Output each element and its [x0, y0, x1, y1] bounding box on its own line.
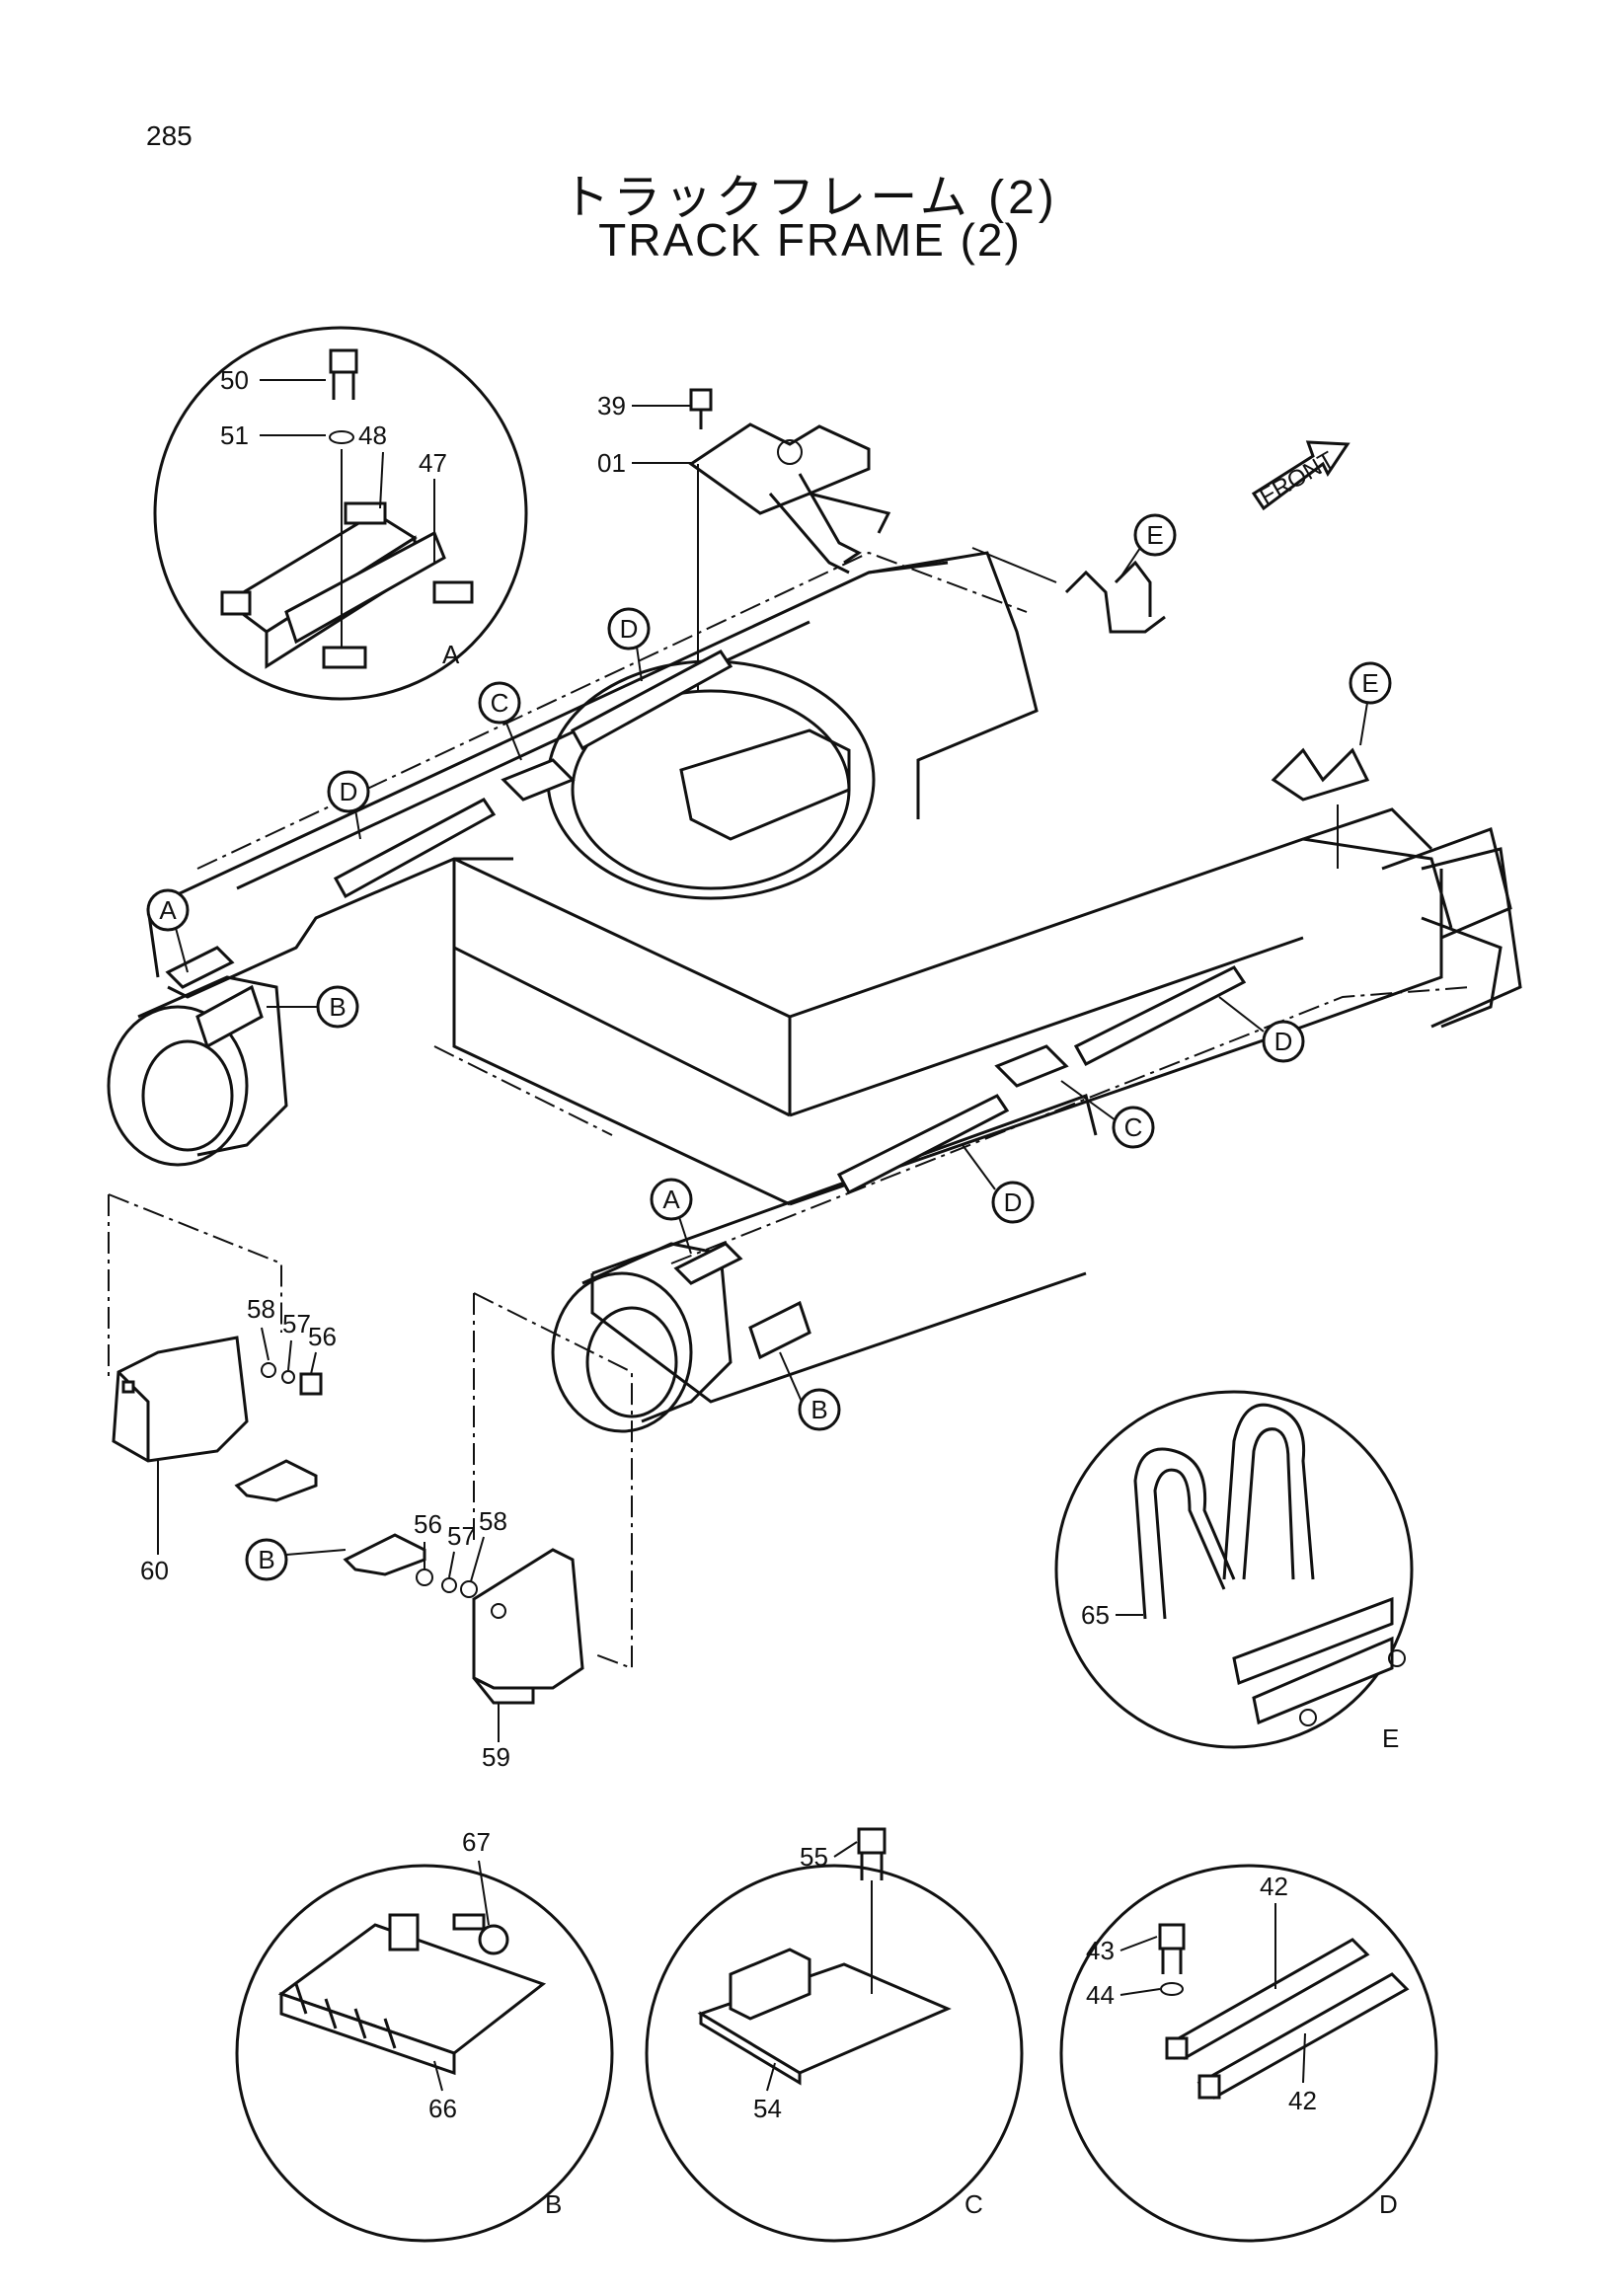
part-label: 66 [428, 2094, 457, 2123]
part-label: 47 [419, 448, 447, 478]
callout-d-detail: D [1379, 2189, 1398, 2219]
part-label: 57 [282, 1309, 311, 1339]
title-japanese: トラックフレーム (2) [562, 172, 1058, 224]
part-label: 42 [1260, 1872, 1288, 1901]
svg-text:E: E [1382, 1723, 1399, 1753]
svg-text:B: B [258, 1545, 274, 1574]
callout-e-frame-right: E [1349, 661, 1392, 746]
page-number: 285 [146, 120, 193, 151]
svg-text:B: B [810, 1395, 827, 1424]
callout-c-detail: C [964, 2189, 983, 2219]
part-label: 42 [1288, 2086, 1317, 2115]
part-label: 50 [220, 365, 249, 395]
part-label: 60 [140, 1556, 169, 1585]
bracket-part-01 [688, 388, 891, 671]
callout-e-frame-top: E [1119, 513, 1177, 578]
part-label: 51 [220, 421, 249, 450]
cover-part-60 [108, 1193, 282, 1463]
frame-step-e [971, 547, 1370, 869]
callout-b-detail: B [545, 2189, 562, 2219]
cover-part-59 [472, 1292, 633, 1705]
part-label: 39 [597, 391, 626, 421]
svg-text:A: A [159, 895, 177, 925]
part-label: 55 [800, 1842, 828, 1872]
detail-circle-e [1054, 1390, 1414, 1749]
svg-text:D: D [340, 777, 358, 806]
callout-a-frame-right: A [650, 1178, 693, 1255]
part-label: 57 [447, 1521, 476, 1551]
svg-text:D: D [1379, 2189, 1398, 2219]
part-label: 56 [308, 1322, 337, 1351]
svg-text:D: D [1004, 1187, 1023, 1217]
part-label: 48 [358, 421, 387, 450]
part-label: 44 [1086, 1980, 1115, 2010]
svg-text:C: C [1124, 1112, 1143, 1142]
callout-c-frame-top: C [478, 681, 522, 761]
callout-d-frame-3: D [1218, 996, 1305, 1063]
svg-text:B: B [329, 992, 346, 1022]
frame-rails [165, 650, 1247, 1360]
callout-d-frame-2: D [327, 770, 370, 840]
svg-text:C: C [964, 2189, 983, 2219]
callout-c-frame-bottom: C [1060, 1080, 1155, 1149]
part-label: 67 [462, 1827, 491, 1857]
callout-a-frame-left: A [146, 888, 190, 973]
callout-b-frame-right: B [779, 1351, 841, 1431]
part-label: 43 [1086, 1936, 1115, 1965]
part-label: 58 [479, 1506, 507, 1536]
front-arrow [1251, 440, 1350, 511]
svg-text:E: E [1146, 520, 1163, 550]
part-label: 58 [247, 1294, 275, 1324]
callout-a-detail: A [442, 640, 460, 669]
callout-d-frame-1: D [607, 607, 651, 682]
title-english: TRACK FRAME (2) [598, 214, 1022, 266]
detail-circle-a [153, 326, 528, 701]
detail-circle-b [235, 1864, 614, 2243]
svg-text:B: B [545, 2189, 562, 2219]
svg-text:A: A [662, 1185, 680, 1214]
svg-text:D: D [1274, 1027, 1293, 1056]
part-label: 56 [414, 1509, 442, 1539]
svg-text:E: E [1361, 668, 1378, 698]
callout-d-frame-4: D [962, 1144, 1035, 1224]
callout-bubbles: A A A B B B B C C C [146, 513, 1399, 2219]
part-label: 59 [482, 1742, 510, 1772]
callout-letter: A [442, 640, 460, 669]
callout-b-loose: B [245, 1538, 347, 1581]
part-label: 65 [1081, 1600, 1110, 1630]
callout-b-frame-left: B [267, 985, 359, 1029]
svg-text:D: D [620, 614, 639, 644]
svg-text:C: C [491, 688, 509, 718]
detail-circle-d [1059, 1864, 1438, 2243]
detail-circle-c [645, 1827, 1024, 2243]
front-label: FRONT [1256, 446, 1340, 510]
part-label: 01 [597, 448, 626, 478]
callout-e-detail: E [1382, 1723, 1399, 1753]
part-label: 54 [753, 2094, 782, 2123]
loose-brackets-b [234, 1459, 426, 1576]
main-track-frame [107, 551, 1522, 1433]
